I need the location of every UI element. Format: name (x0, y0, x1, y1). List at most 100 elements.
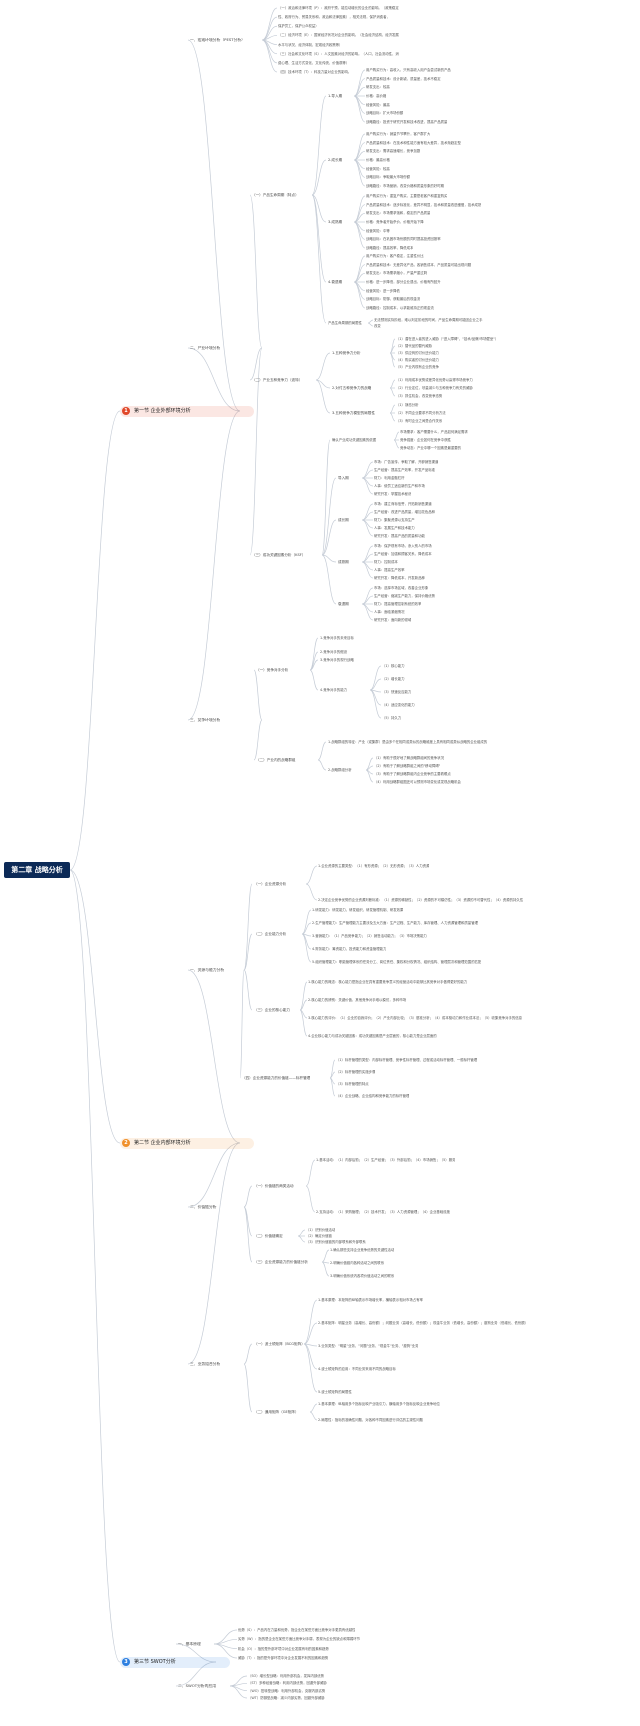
stage-leaf[interactable]: 经营风险：较高 (366, 166, 390, 171)
swot-app-leaf[interactable]: （ST）多种经营战略：利用内部优势，回避外部威胁 (248, 1681, 327, 1686)
ksf-leaf[interactable]: 财力：提高管理控制系统的效率 (374, 602, 422, 606)
pest-leaf[interactable]: （四）技术环境（T）：科技力量对企业的影响。 (278, 70, 352, 74)
ksf-leaf[interactable]: 市场：保护现有市场，渗入别人的市场 (374, 544, 432, 548)
sg-leaf[interactable]: （3）有助于了解战略群组内企业竞争的主要着眼点 (374, 772, 451, 776)
stage-leaf[interactable]: 产品质量和技术：逐步标准化，差异不明显，技术和质量改进缓慢，技术成熟 (366, 202, 482, 207)
ksf-leaf[interactable]: 研究开发：降低成本，开发新品种 (374, 576, 425, 580)
pest-leaf[interactable]: 性、政府行为、贸易关系和，政治和法律因素），相关法规，保护消费者， (278, 15, 390, 20)
ability-leaf[interactable]: （3）快速反应能力 (382, 690, 412, 694)
bcg-leaf[interactable]: 3.业务类型："明星"业务、"问题"业务、"现金牛"业务、"瘦狗"业务 (318, 1344, 419, 1348)
level3-node[interactable]: （三）企业的核心能力 (254, 1008, 290, 1012)
level3-node[interactable]: （二）价值链确定 (254, 1234, 283, 1238)
level2-node[interactable]: 一、宏观环境分析（PEST分析） (190, 38, 245, 42)
vc3-leaf[interactable]: 2.明确价值链内各种活动之间的联系 (330, 1261, 385, 1265)
core-leaf[interactable]: 4.企业核心能力与成功关键因素：成功关键因素是产业层面的，核心能力是企业层面的 (308, 1034, 437, 1038)
level2-node[interactable]: 二、SWOT分析的应用 (178, 1684, 217, 1688)
stage-leaf[interactable]: 研发支出：市场需求缩小，产量严重过剩 (366, 271, 428, 276)
stage-node[interactable]: 3.成熟期 (328, 220, 343, 224)
core-leaf[interactable]: 2.核心能力的辨别：关键价值，其他竞争对手难以模仿，多种市场 (308, 998, 407, 1002)
swot-basic-leaf[interactable]: 机会（O）：指的是外部环境中对企业发展有利的因素和趋势 (238, 1646, 329, 1651)
benchmark-leaf[interactable]: （2）标杆管理的实施步骤 (336, 1070, 376, 1074)
vc3-leaf[interactable]: 3.明确价值系统内各项价值活动之间的联系 (330, 1274, 395, 1278)
ksf-stage[interactable]: 衰退期 (338, 602, 349, 606)
level3-node[interactable]: （一）产品生命周期（特点） (252, 193, 299, 197)
level3-node[interactable]: （一）波士顿矩阵（BCG矩阵） (254, 1342, 305, 1346)
swot-basic-leaf[interactable]: 优势（S）：产品内在力量和优势，指企业在某些方面比竞争对手更具有优越性 (238, 1628, 356, 1632)
ksf-intro-leaf[interactable]: 竞争强度：企业如何在竞争中获胜 (400, 438, 451, 442)
pest-leaf[interactable]: 费心理、生活方式变化、文化传统、价值观等） (278, 60, 350, 65)
level2-node[interactable]: 二、价值链分析 (190, 1205, 217, 1209)
ksf-leaf[interactable]: 生产经营：改进产品质量，增加花色品种 (374, 510, 436, 514)
swot-basic-leaf[interactable]: 威胁（T）：指的是外部环境中对企业发展不利的因素和趋势 (238, 1656, 329, 1660)
stage-leaf[interactable]: 研发支出：较高 (366, 85, 390, 90)
benchmark-leaf[interactable]: （3）标杆管理的特点 (336, 1082, 369, 1086)
stage-leaf[interactable]: 产品质量和技术：设计新颖，质量差，技术不稳定 (366, 76, 441, 81)
ksf-leaf[interactable]: 财力：集聚资源以支持生产 (374, 518, 415, 522)
group-node[interactable]: 3.五种竞争力模型的局限性 (332, 411, 375, 415)
stage-leaf[interactable]: 战略路径：控制成本，以求能维持正的现金流 (366, 306, 434, 310)
stage-leaf[interactable]: 战略路径：投资于研究开发和技术改进，提高产品质量 (366, 120, 448, 124)
stage-leaf[interactable]: 战略目标：防御、获取最后的现金流 (366, 297, 421, 302)
ge-leaf[interactable]: 2.局限性：指标的准确性问题、对各种不同因素进行评估的主观性问题 (318, 1418, 423, 1422)
ksf-leaf[interactable]: 人事：面临紧缩情况 (374, 610, 405, 614)
bcg-leaf[interactable]: 4.波士顿矩阵的应用：不同业务采用不同的战略目标 (318, 1367, 396, 1371)
swot-app-leaf[interactable]: （SO）增长型战略：利用外部机会，发挥内部优势 (248, 1674, 325, 1678)
stage-leaf[interactable]: 价格：竞争者开始杀价，价格开始下降 (366, 220, 424, 224)
sg-item[interactable]: 1.战略群组的特征：产业（或集群）是由多个在相同或类似的战略维度上具有相同或类似… (328, 740, 488, 744)
level3-node[interactable]: （二）产业内的战略群组 (256, 758, 296, 762)
ability-leaf[interactable]: （2）增长能力 (382, 677, 405, 681)
vc-leaf[interactable]: 1.基本活动：（1）内部后勤；（2）生产经营；（3）外部后勤；（4）市场销售；（… (316, 1158, 456, 1162)
ksf-leaf[interactable]: 人事：使员工适应新的生产和市场 (374, 484, 425, 488)
capability-leaf[interactable]: 1.研发能力：研发能力、研发组织、研发管理机制、研发效果 (312, 908, 404, 912)
group-leaf[interactable]: （2）行业定位，尽量减少与五种竞争力有关的威胁 (396, 386, 473, 390)
competitor-item[interactable]: 4.竞争对手的能力 (320, 688, 347, 692)
group-node[interactable]: 1.五种竞争力分析 (332, 351, 361, 355)
stage-leaf[interactable]: 战略路径：提高效率，降低成本 (366, 246, 414, 250)
stage-leaf[interactable]: 用户购买行为：销量节节攀升，客户群扩大 (366, 132, 431, 136)
ksf-leaf[interactable]: 生产经营：提高生产效率，开发产品标准 (374, 468, 436, 472)
vc3-leaf[interactable]: 1.确认那些支持企业竞争优势的关键性活动 (330, 1248, 395, 1252)
ksf-leaf[interactable]: 财力：控制成本 (374, 560, 398, 564)
group-node[interactable]: 2.对付五种竞争力的战略 (332, 386, 372, 390)
stage-node[interactable]: 1.导入期 (328, 94, 343, 98)
bcg-leaf[interactable]: 5.波士顿矩阵的局限性 (318, 1390, 352, 1394)
stage-leaf[interactable]: 价格：高价格 (366, 94, 387, 98)
group-leaf[interactable]: （1）静态分析 (396, 403, 419, 407)
level3-node[interactable]: （二）产业五种竞争力（波特） (252, 378, 303, 382)
stage-leaf[interactable]: 用户购买行为：重复户购买，主要是老客户和重复购买 (366, 194, 448, 198)
stage-leaf[interactable]: 战略目标：在巩固市场份额的同时提高投资回报率 (366, 237, 441, 242)
competitor-item[interactable]: 2.竞争对手的假设 (320, 650, 347, 654)
group-leaf[interactable]: （1）利用成本优势或差异化优势以赢得市场竞争力 (396, 378, 473, 382)
level2-node[interactable]: 三、竞争环境分析 (190, 718, 221, 722)
level2-node[interactable]: 三、业务组合分析 (190, 1362, 221, 1366)
stage-leaf[interactable]: 研发支出：需求高速增长，竞争加剧 (366, 149, 421, 154)
level3-node[interactable]: （一）竞争对手分析 (256, 668, 289, 672)
level3-node[interactable]: （三）企业资源能力的价值链分析 (254, 1260, 308, 1264)
sg-item[interactable]: 2.战略群组分析 (328, 768, 352, 772)
swot-app-leaf[interactable]: （WT）防御型战略：减少内部劣势，回避外部威胁 (248, 1696, 325, 1700)
stage-leaf[interactable]: 经营风险：中等 (366, 228, 390, 233)
limit-leaf[interactable]: 无法预测实际阶段，难以判定阶段的时间，产品生命周期可能因企业之手 (374, 318, 483, 322)
ksf-stage[interactable]: 成长期 (338, 518, 349, 522)
ksf-leaf[interactable]: 市场：建立商标信誉，开拓新销售渠道 (374, 502, 432, 506)
group-leaf[interactable]: （3）抓住机会，改变竞争态势 (396, 394, 443, 398)
stage-leaf[interactable]: 研发支出：市场需求饱和，稳定的产品质量 (366, 211, 431, 216)
stage-node[interactable]: 4.衰退期 (328, 280, 343, 284)
capability-leaf[interactable]: 5.组织管理能力：职能管理体系的任务分工、岗位责任、集权和分权情况、组织结构、管… (312, 960, 482, 964)
benchmark-leaf[interactable]: （4）企业战略、企业结构和竞争能力的标杆管理 (336, 1094, 410, 1098)
benchmark-leaf[interactable]: （1）标杆管理的类型：内部标杆管理、竞争性标杆管理、过程或活动标杆管理、一般标杆… (336, 1058, 478, 1062)
ksf-leaf[interactable]: 研究开发：掌握技术秘诀 (374, 492, 412, 496)
group-leaf[interactable]: （2）不同企业要求不同分析方法 (396, 411, 446, 415)
core-leaf[interactable]: 3.核心能力的评价：（1）企业的自我评价；（2）产业内部比较；（3）基准分析；（… (308, 1016, 523, 1020)
vc2-leaf[interactable]: （1）识别价值活动 (306, 1228, 336, 1232)
ksf-leaf[interactable]: 研究开发：提高产品的质量和功能 (374, 534, 425, 538)
level3-node[interactable]: （二）企业能力分析 (254, 932, 287, 936)
ksf-intro[interactable]: 确认产业成功关键因素的依据 (332, 438, 377, 442)
sg-leaf[interactable]: （1）有助于很好地了解战略群组间的竞争状况 (374, 756, 444, 760)
stage-leaf[interactable]: 战略路径：市场营销，改变价格和质量形象的好时期 (366, 184, 444, 188)
ability-leaf[interactable]: （1）核心能力 (382, 664, 405, 668)
level2-node[interactable]: 一、基本原理 (178, 1642, 201, 1646)
ksf-leaf[interactable]: 生产经营：加强和顾客关系，降低成本 (374, 552, 432, 556)
capability-leaf[interactable]: 4.财务能力：筹资能力、投资能力和资金管理能力 (312, 947, 387, 951)
